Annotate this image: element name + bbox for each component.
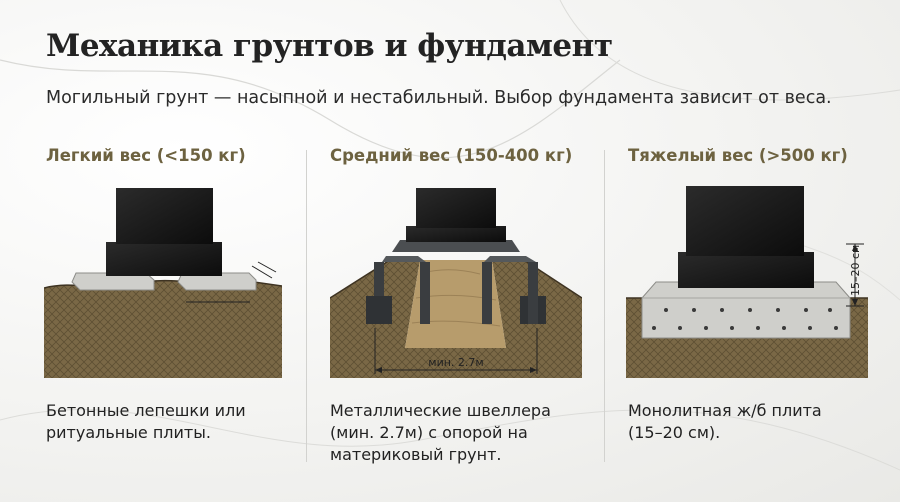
column-divider: [604, 150, 605, 462]
light-weight-heading: Легкий вес (<150 кг): [46, 146, 246, 165]
medium-weight-illustration: мин. 2.7м: [330, 188, 582, 378]
granite-headstone: [116, 188, 213, 244]
page-title: Механика грунтов и фундамент: [46, 28, 613, 64]
granite-headstone: [686, 186, 804, 256]
medium-weight-description: Металлические швеллера (мин. 2.7м) с опо…: [330, 401, 551, 464]
granite-base: [406, 226, 506, 242]
column-divider: [306, 150, 307, 462]
slab-thickness-label: 15–20 см: [849, 245, 862, 296]
soil-layer: [44, 280, 282, 378]
heavy-weight-description: Монолитная ж/б плита (15–20 см).: [628, 401, 822, 442]
heavy-weight-heading: Тяжелый вес (>500 кг): [628, 146, 848, 165]
granite-headstone: [416, 188, 496, 228]
soil-layer: [330, 260, 582, 378]
light-weight-illustration: [44, 188, 282, 378]
sand-fill: [405, 260, 506, 348]
concrete-plate: [641, 281, 851, 339]
steel-channel: [366, 256, 546, 324]
granite-base: [678, 252, 814, 288]
channel-length-label: мин. 2.7м: [428, 356, 483, 369]
light-weight-description: Бетонные лепешки или ритуальные плиты.: [46, 401, 246, 442]
medium-weight-heading: Средний вес (150-400 кг): [330, 146, 573, 165]
heavy-weight-illustration: 15–20 см: [626, 186, 868, 378]
granite-base: [106, 242, 222, 276]
page-subtitle: Могильный грунт — насыпной и нестабильны…: [46, 88, 832, 108]
